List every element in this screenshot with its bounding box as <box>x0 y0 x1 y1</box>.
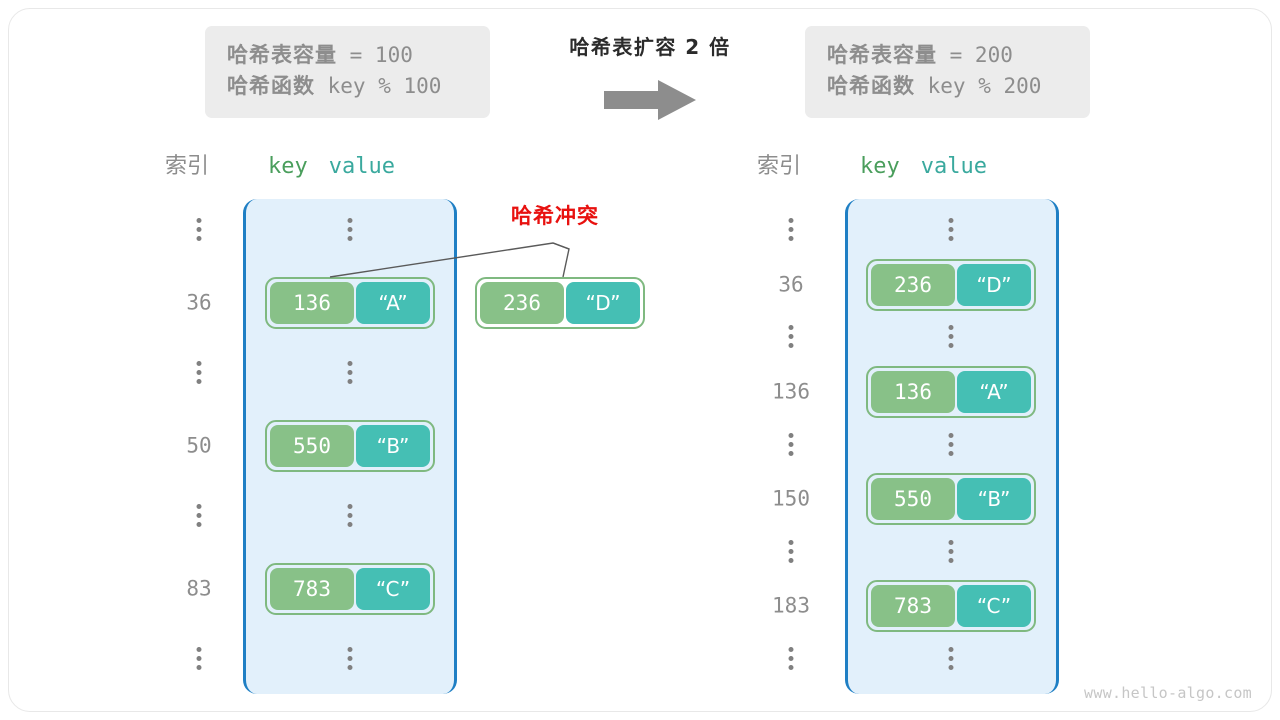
function-line-right: 哈希函数 key % 200 <box>827 73 1068 99</box>
hash-config-left: 哈希表容量 = 100 哈希函数 key % 100 <box>205 26 490 118</box>
index-label: 36 <box>778 272 804 297</box>
bucket-entry: 236“D” <box>866 258 1036 311</box>
bucket-ellipsis <box>335 647 365 673</box>
right-arrow-icon <box>600 78 700 122</box>
bucket-ellipsis <box>936 539 966 566</box>
entry-key: 550 <box>871 478 955 521</box>
hash-config-right: 哈希表容量 = 200 哈希函数 key % 200 <box>805 26 1090 118</box>
entry-value: “C” <box>957 585 1031 628</box>
capacity-label-left: 哈希表容量 <box>227 42 337 67</box>
bucket-ellipsis <box>936 218 966 244</box>
function-expr-right: key % 200 <box>915 73 1042 98</box>
index-ellipsis <box>776 325 806 351</box>
bucket-ellipsis <box>936 432 966 459</box>
index-label: 36 <box>186 290 212 314</box>
entry-key: 783 <box>871 585 955 628</box>
capacity-expr-left: = 100 <box>337 42 413 67</box>
entry-value: “B” <box>957 478 1031 521</box>
entry-value: “B” <box>356 424 430 467</box>
function-expr-left: key % 100 <box>315 73 442 98</box>
index-label: 50 <box>186 433 212 457</box>
transform-caption: 哈希表扩容 2 倍 <box>569 35 731 59</box>
colliding-entry: 236 “D” <box>475 277 645 329</box>
function-label-right: 哈希函数 <box>827 73 915 98</box>
value-header-right: value <box>920 154 987 179</box>
index-header-right: 索引 <box>757 154 802 179</box>
entry-key: 783 <box>270 567 354 610</box>
entry-value: “D” <box>957 263 1031 306</box>
collision-label: 哈希冲突 <box>511 204 599 228</box>
bucket-ellipsis <box>335 504 365 530</box>
index-ellipsis <box>184 647 214 673</box>
bucket-entry: 136“A” <box>866 365 1036 418</box>
capacity-label-right: 哈希表容量 <box>827 42 937 67</box>
key-header-right: key <box>860 154 900 179</box>
entry-key: 136 <box>871 370 955 413</box>
bucket-entry: 550“B” <box>265 419 435 472</box>
index-label: 136 <box>772 379 810 404</box>
capacity-line-left: 哈希表容量 = 100 <box>227 42 468 68</box>
page-frame <box>8 8 1272 712</box>
entry-value: “C” <box>356 567 430 610</box>
bucket-ellipsis <box>936 647 966 673</box>
watermark: www.hello-algo.com <box>1084 684 1252 702</box>
entry-key: 136 <box>270 281 354 324</box>
entry-value: “A” <box>957 370 1031 413</box>
colliding-entry-value: “D” <box>566 282 640 324</box>
index-ellipsis <box>776 539 806 566</box>
bucket-entry: 783“C” <box>866 580 1036 633</box>
capacity-expr-right: = 200 <box>937 42 1013 67</box>
value-header-left: value <box>328 154 395 179</box>
index-ellipsis <box>776 432 806 459</box>
column-headers-right: 索引 key value <box>757 148 987 180</box>
bucket-ellipsis <box>936 325 966 351</box>
function-label-left: 哈希函数 <box>227 73 315 98</box>
entry-key: 550 <box>270 424 354 467</box>
entry-value: “A” <box>356 281 430 324</box>
index-label: 183 <box>772 593 810 618</box>
bucket-entry: 550“B” <box>866 473 1036 526</box>
index-ellipsis <box>184 361 214 387</box>
index-header-left: 索引 <box>165 154 210 179</box>
index-ellipsis <box>184 218 214 244</box>
index-label: 83 <box>186 576 212 600</box>
bucket-ellipsis <box>335 361 365 387</box>
function-line-left: 哈希函数 key % 100 <box>227 73 468 99</box>
index-ellipsis <box>184 504 214 530</box>
bucket-entry: 783“C” <box>265 562 435 615</box>
column-headers-left: 索引 key value <box>165 148 395 180</box>
entry-key: 236 <box>871 263 955 306</box>
bucket-ellipsis <box>335 218 365 244</box>
bucket-entry: 136“A” <box>265 276 435 329</box>
capacity-line-right: 哈希表容量 = 200 <box>827 42 1068 68</box>
key-header-left: key <box>268 154 308 179</box>
index-ellipsis <box>776 218 806 244</box>
colliding-entry-key: 236 <box>480 282 564 324</box>
index-label: 150 <box>772 486 810 511</box>
index-ellipsis <box>776 647 806 673</box>
